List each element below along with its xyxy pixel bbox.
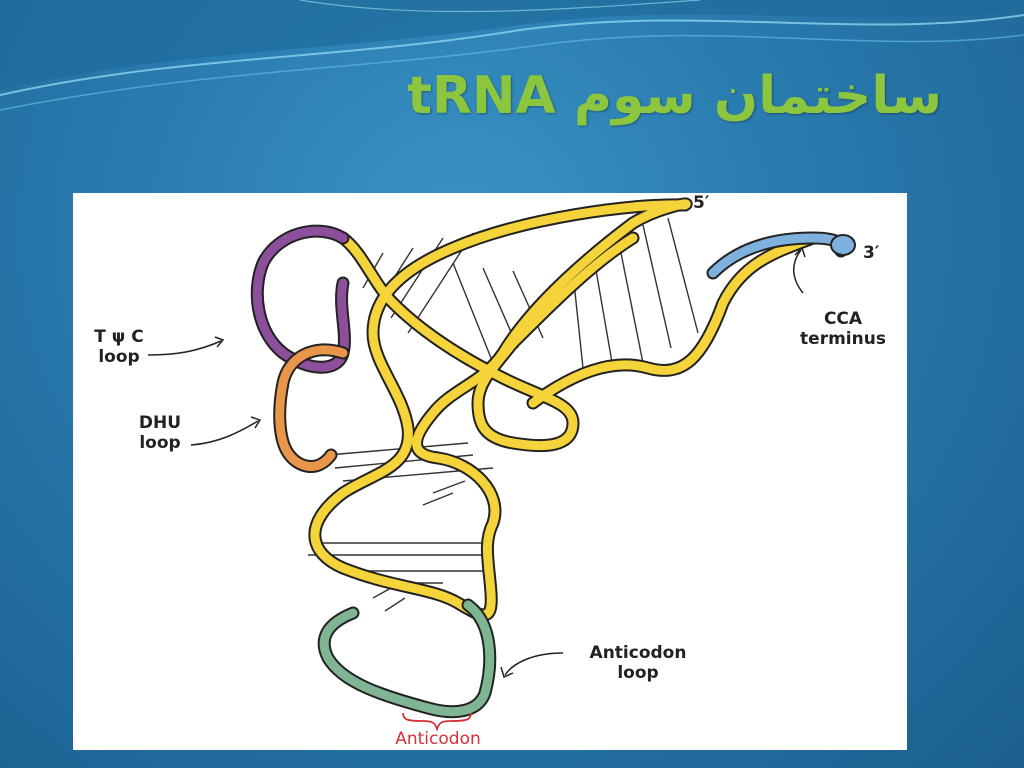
decorative-waves — [0, 0, 1024, 111]
title-farsi: ساختمان سوم — [573, 66, 942, 126]
trna-diagram: 5′ 3′ T ψ C loop DHU loop CCA terminus A… — [73, 193, 907, 750]
dhu-loop-label: DHU loop — [138, 413, 182, 453]
five-prime-label: 5′ — [693, 193, 710, 213]
t-psi-c-loop-label: T ψ C loop — [94, 327, 144, 367]
dhu-loop-strand — [273, 343, 350, 473]
label-arrows — [147, 246, 806, 679]
trna-structure-illustration — [147, 197, 856, 732]
cca-terminus-strand — [706, 231, 856, 280]
three-prime-label: 3′ — [863, 243, 880, 263]
backbone-strands — [308, 197, 820, 622]
title-trna: tRNA — [407, 66, 556, 126]
anticodon-label: Anticodon — [395, 729, 481, 749]
anticodon-loop-strand — [317, 598, 497, 719]
anticodon-loop-label: Anticodon loop — [589, 643, 687, 683]
slide-title: ساختمان سوم tRNA — [300, 60, 942, 132]
anticodon-bracket — [402, 712, 472, 732]
cca-terminus-label: CCA terminus — [800, 309, 886, 349]
t-psi-c-loop-strand — [250, 224, 351, 374]
